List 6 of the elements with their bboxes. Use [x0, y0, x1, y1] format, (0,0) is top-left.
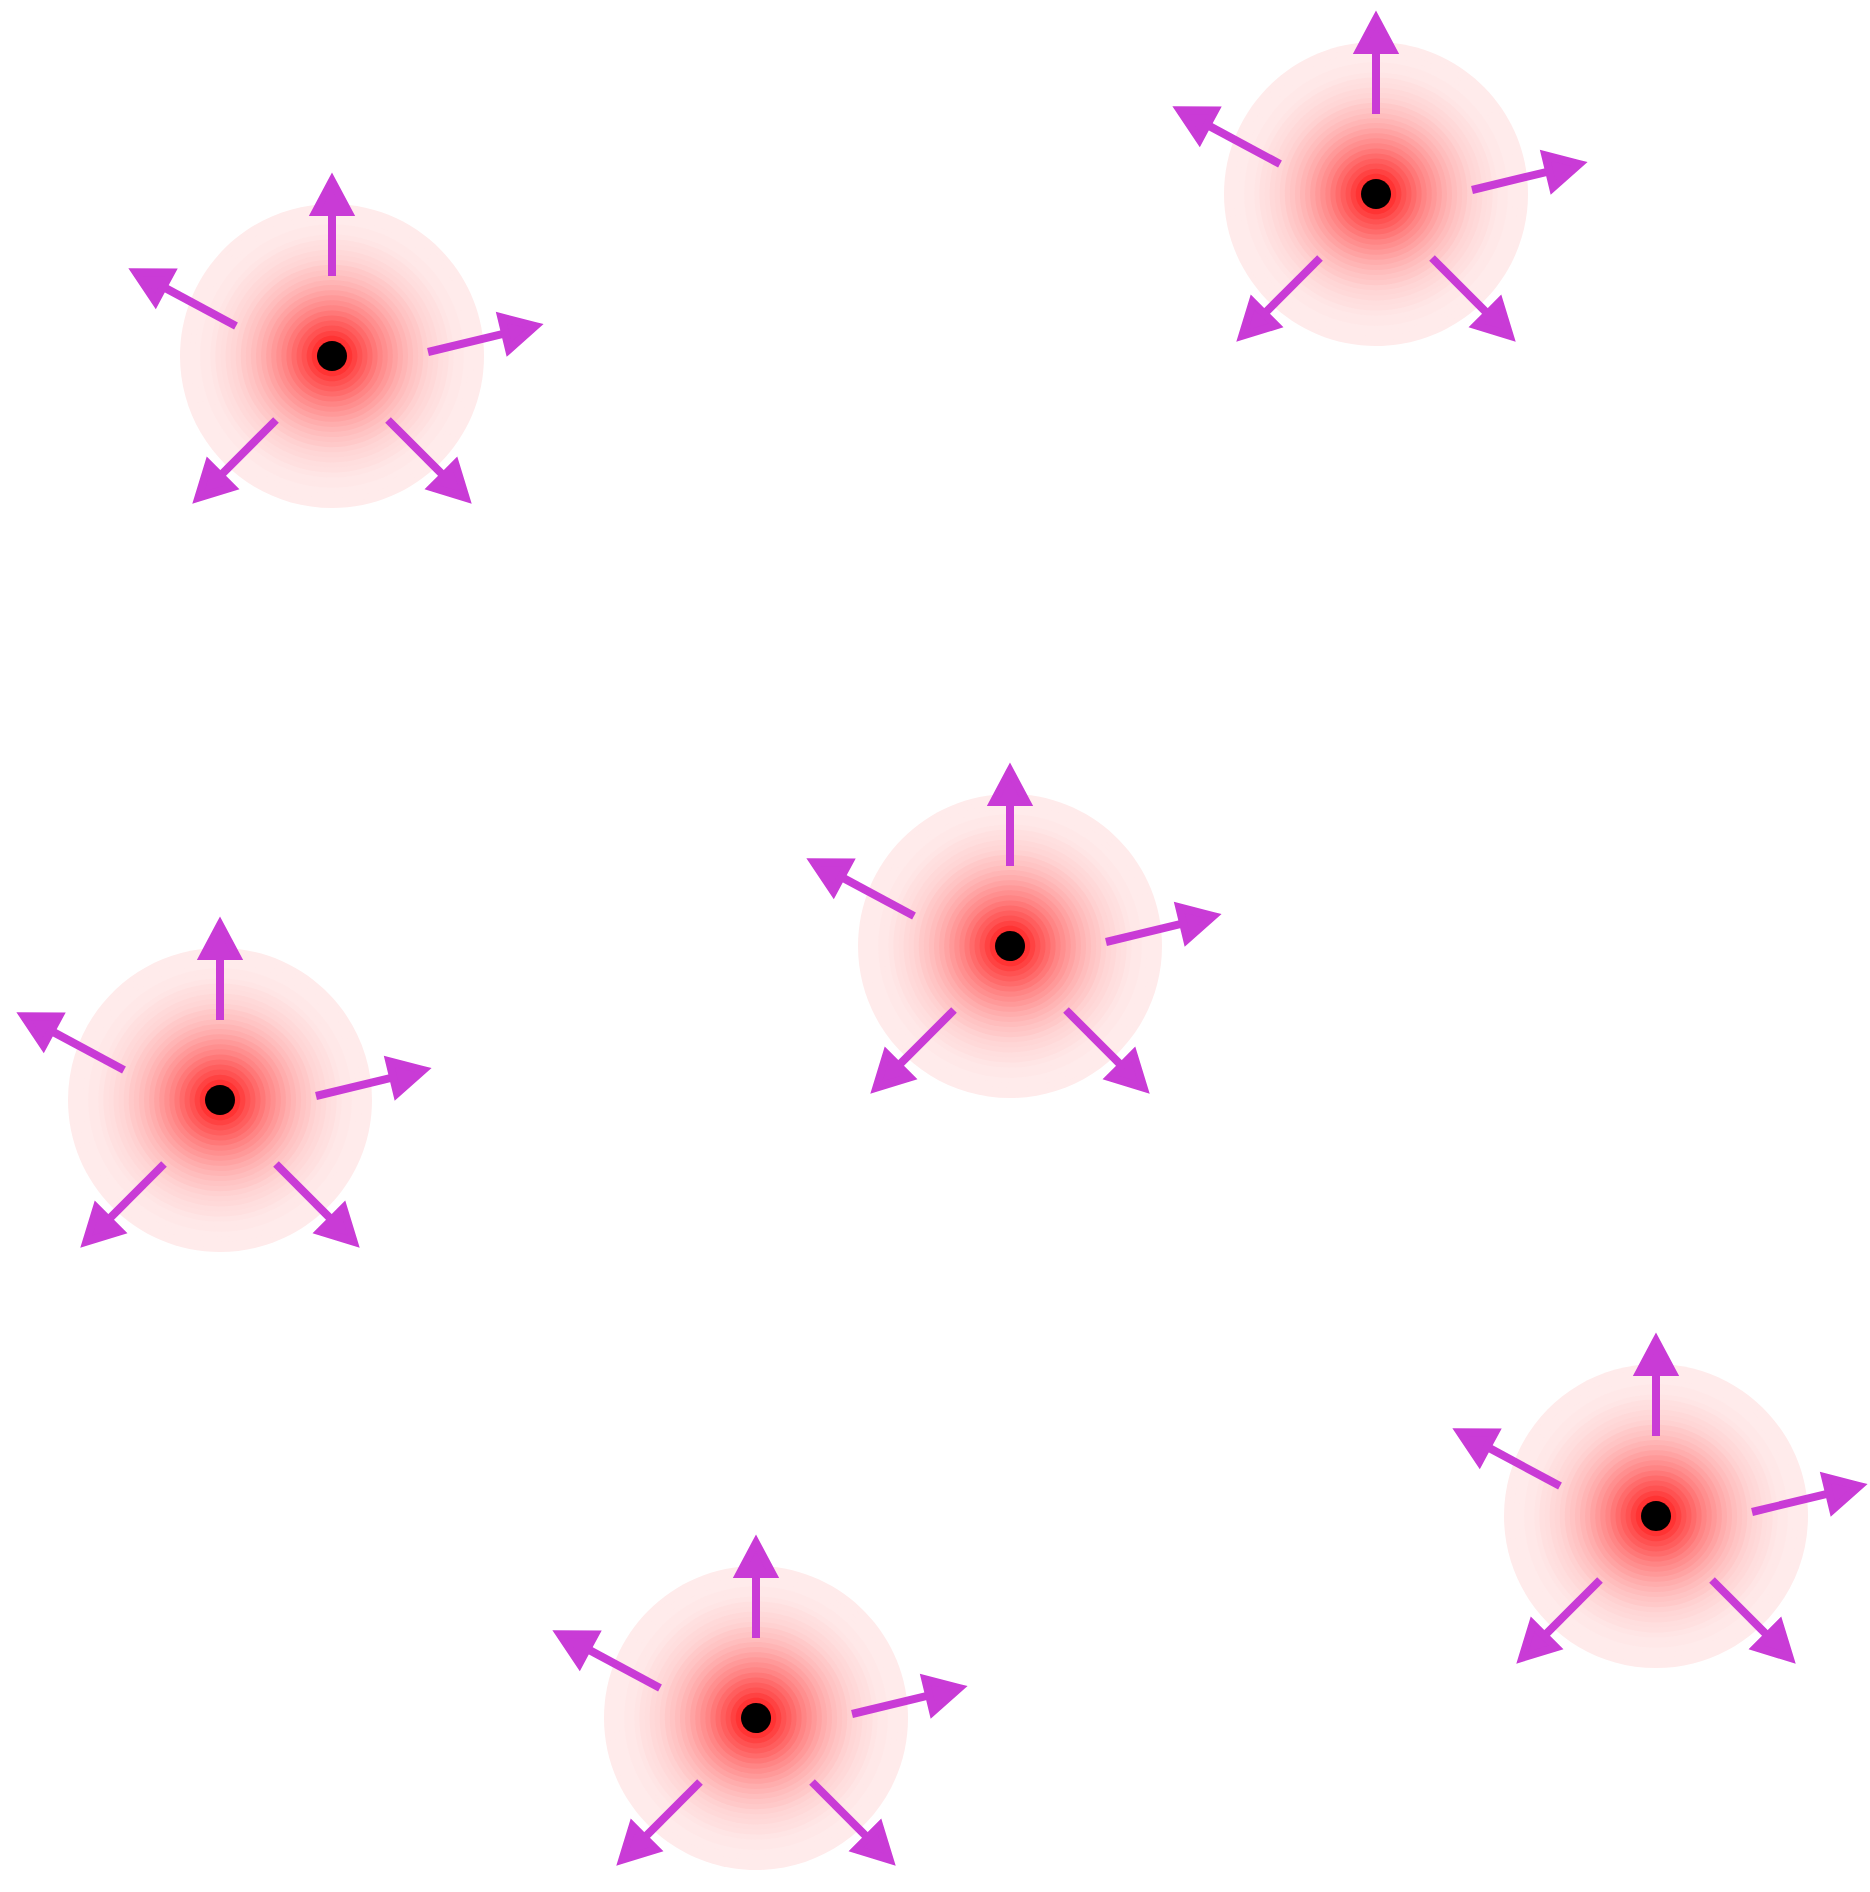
glow-circle: [1504, 1364, 1808, 1668]
glow-circle: [180, 204, 484, 508]
glow-circle: [1224, 42, 1528, 346]
glow-circle: [604, 1566, 908, 1870]
glow-circle: [68, 948, 372, 1252]
glow-circle: [858, 794, 1162, 1098]
